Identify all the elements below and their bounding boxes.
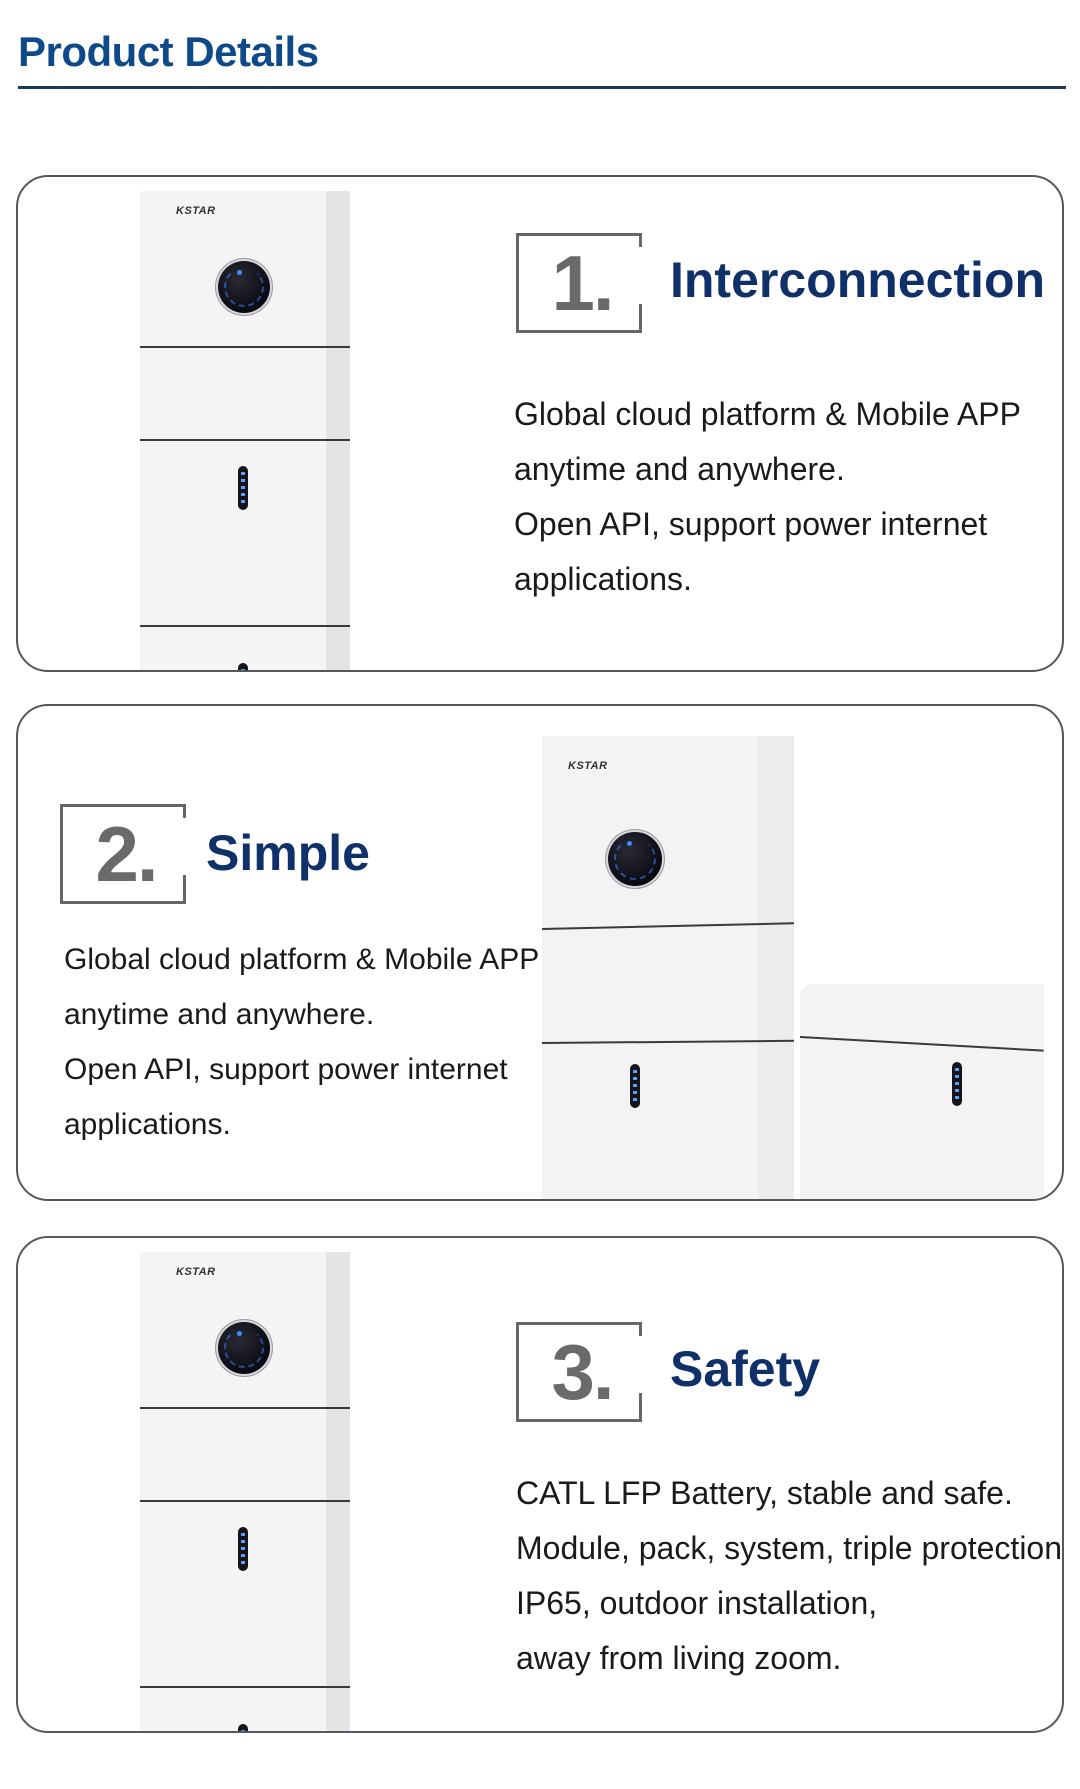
tower-side-edge bbox=[326, 191, 350, 670]
feature-line: applications. bbox=[64, 1108, 231, 1141]
module-seam bbox=[140, 1500, 350, 1502]
feature-line: Global cloud platform & Mobile APP bbox=[514, 396, 1021, 432]
title-divider bbox=[18, 86, 1066, 89]
battery-indicator-icon bbox=[238, 1527, 248, 1571]
module-seam bbox=[140, 346, 350, 348]
brand-logo: KSTAR bbox=[176, 1266, 216, 1278]
tower-side-edge bbox=[326, 1252, 350, 1731]
module-seam bbox=[140, 625, 350, 627]
module-seam bbox=[541, 1039, 794, 1044]
module-seam bbox=[541, 922, 794, 930]
tower-side-edge bbox=[758, 736, 794, 1199]
power-knob-icon bbox=[218, 261, 270, 313]
feature-card-safety: KSTAR 3. Safety CATL LFP Battery, stable… bbox=[16, 1236, 1064, 1733]
power-knob-icon bbox=[218, 1322, 270, 1374]
module-seam bbox=[140, 439, 350, 441]
page-title: Product Details bbox=[18, 28, 319, 75]
feature-number: 1. bbox=[551, 238, 614, 327]
module-seam bbox=[140, 1407, 350, 1409]
feature-card-interconnection: KSTAR 1. Interconnection Global cloud pl… bbox=[16, 175, 1064, 672]
feature-line: anytime and anywhere. bbox=[64, 998, 375, 1031]
feature-line: applications. bbox=[514, 561, 692, 597]
feature-line: Module, pack, system, triple protection. bbox=[516, 1530, 1064, 1566]
module-seam bbox=[799, 1036, 1044, 1052]
feature-line: Open API, support power internet bbox=[64, 1053, 508, 1086]
feature-card-simple: 2. Simple Global cloud platform & Mobile… bbox=[16, 704, 1064, 1201]
feature-number-box: 2. bbox=[60, 804, 186, 904]
product-image-battery-tower: KSTAR bbox=[541, 736, 794, 1199]
feature-line: away from living zoom. bbox=[516, 1640, 842, 1676]
feature-title: Safety bbox=[670, 1341, 821, 1397]
product-image-battery-tower: KSTAR bbox=[140, 191, 350, 670]
feature-description: Global cloud platform & Mobile APP anyti… bbox=[514, 387, 1021, 607]
feature-number: 2. bbox=[95, 809, 158, 898]
battery-indicator-icon bbox=[238, 1724, 248, 1731]
feature-number-box: 1. bbox=[516, 233, 642, 333]
feature-line: anytime and anywhere. bbox=[514, 451, 845, 487]
feature-number-box: 3. bbox=[516, 1322, 642, 1422]
battery-indicator-icon bbox=[630, 1064, 640, 1108]
battery-indicator-icon bbox=[238, 663, 248, 670]
battery-indicator-icon bbox=[238, 466, 248, 510]
brand-logo: KSTAR bbox=[176, 205, 216, 217]
brand-logo: KSTAR bbox=[568, 760, 608, 772]
feature-line: Open API, support power internet bbox=[514, 506, 988, 542]
feature-title: Interconnection bbox=[670, 252, 1046, 308]
product-image-battery-tower: KSTAR bbox=[140, 1252, 350, 1731]
power-knob-icon bbox=[608, 832, 662, 886]
feature-description: Global cloud platform & Mobile APP anyti… bbox=[64, 932, 539, 1152]
feature-title: Simple bbox=[206, 825, 370, 881]
feature-line: Global cloud platform & Mobile APP bbox=[64, 943, 540, 976]
feature-line: CATL LFP Battery, stable and safe. bbox=[516, 1475, 1013, 1511]
battery-indicator-icon bbox=[952, 1062, 962, 1106]
product-image-battery-module bbox=[799, 984, 1044, 1199]
feature-description: CATL LFP Battery, stable and safe. Modul… bbox=[516, 1466, 1064, 1686]
module-seam bbox=[140, 1686, 350, 1688]
feature-number: 3. bbox=[551, 1327, 614, 1416]
feature-line: IP65, outdoor installation, bbox=[516, 1585, 878, 1621]
